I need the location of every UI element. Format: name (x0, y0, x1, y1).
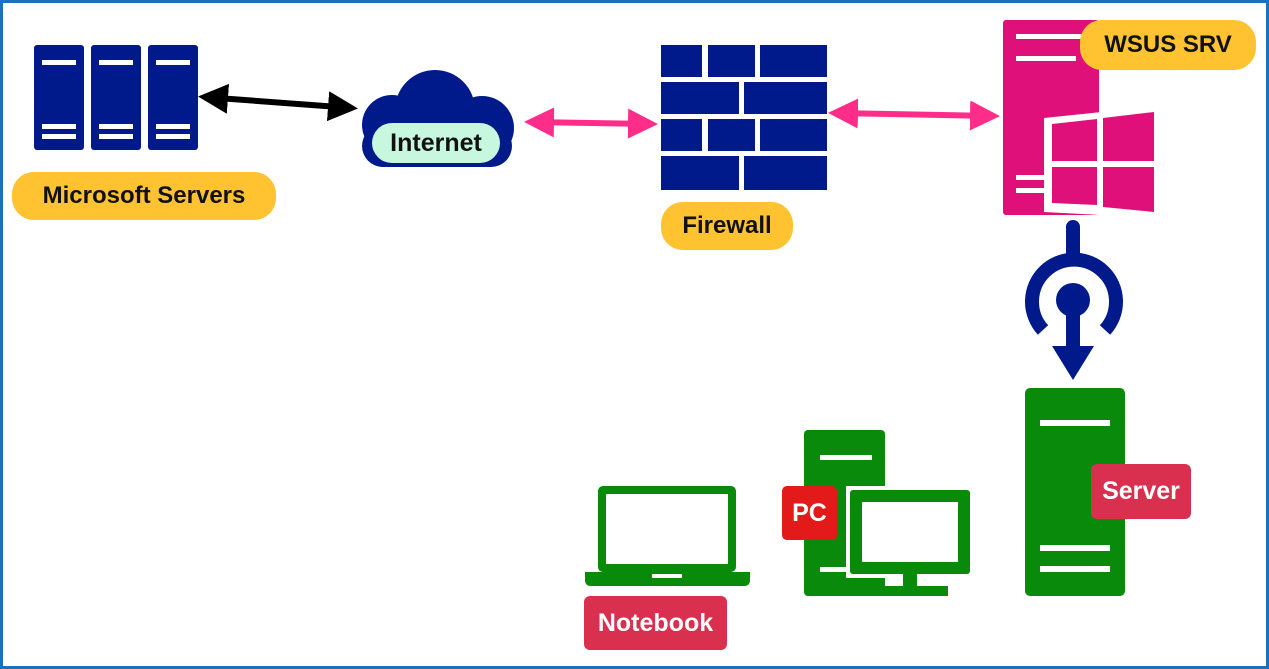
arrow-internet-firewall (524, 107, 658, 139)
firewall-brick-icon (661, 45, 827, 190)
tower-server-icon (1025, 388, 1125, 596)
pc-label: PC (782, 486, 837, 540)
windows-server-icon (1003, 20, 1159, 218)
laptop-icon (585, 486, 750, 586)
notebook-label: Notebook (584, 596, 727, 650)
microsoft-servers-label: Microsoft Servers (12, 172, 276, 220)
desktop-pc-icon (804, 430, 976, 596)
wsus-srv-label: WSUS SRV (1080, 20, 1256, 70)
server-label: Server (1091, 464, 1191, 519)
server-rack-icon (34, 45, 198, 150)
arrow-firewall-wsus (828, 98, 1000, 131)
firewall-label: Firewall (661, 202, 793, 250)
arrow-servers-internet (198, 83, 358, 122)
internet-label: Internet (372, 123, 500, 163)
distribution-antenna-icon (1025, 220, 1123, 380)
